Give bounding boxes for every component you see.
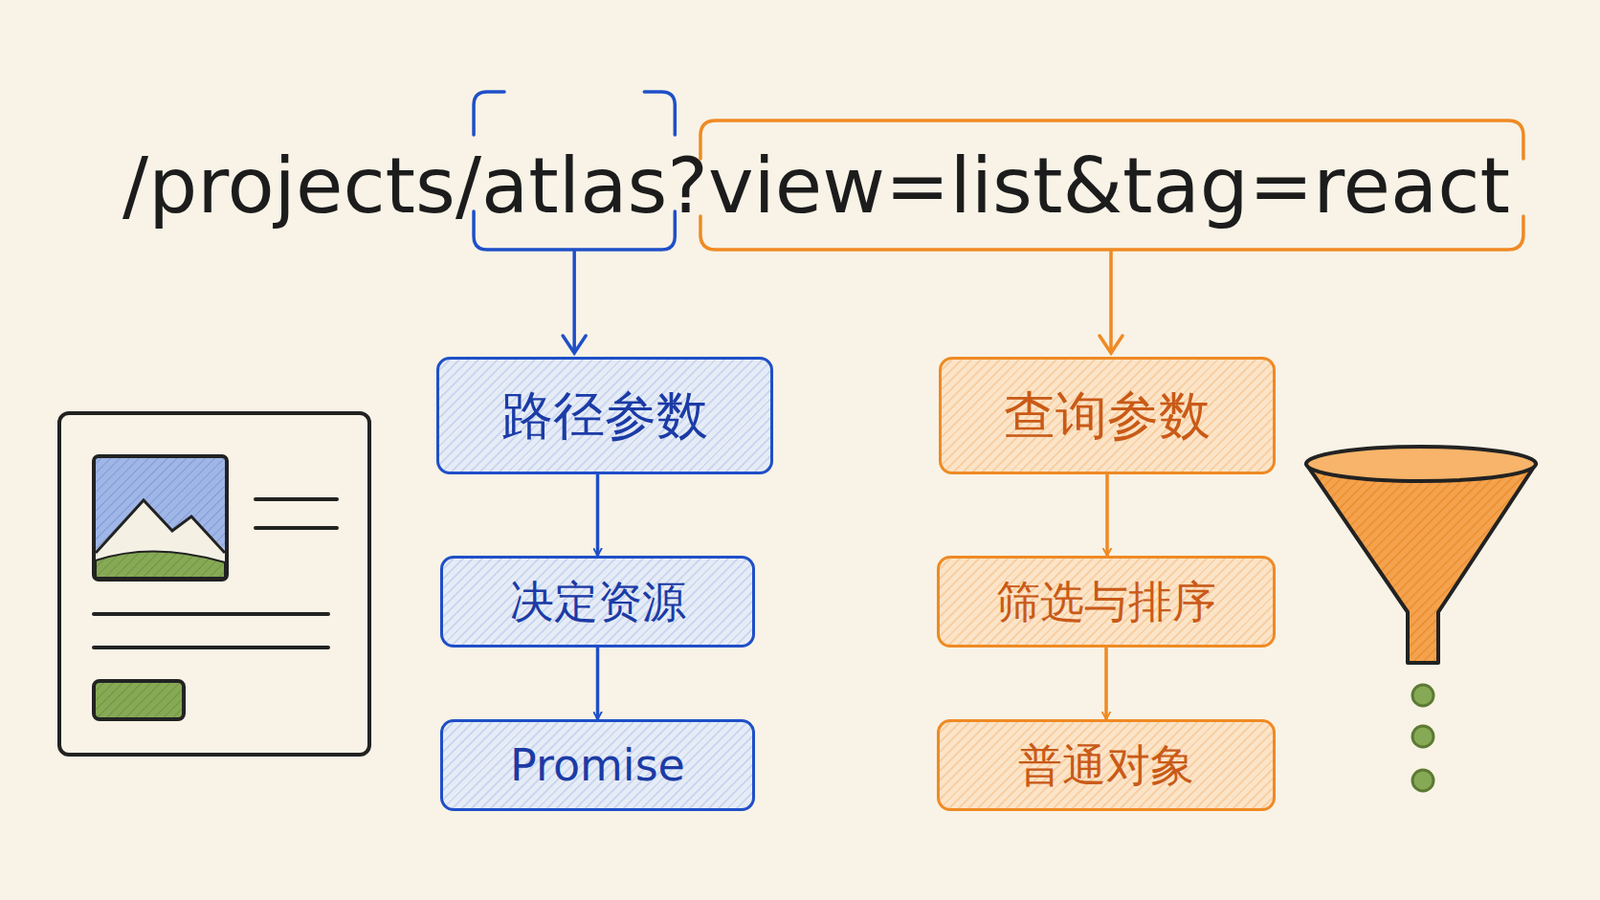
filter-dot bbox=[1412, 770, 1434, 792]
text-line bbox=[93, 612, 329, 617]
url-segment: view=list&tag=react bbox=[708, 147, 1511, 224]
mountain bbox=[95, 500, 225, 578]
process-box: 决定资源 bbox=[440, 555, 756, 648]
bracket-arrow bbox=[572, 249, 577, 354]
document-outline bbox=[59, 413, 370, 756]
process-box: Promise bbox=[440, 719, 756, 812]
node-label: 筛选与排序 bbox=[996, 577, 1217, 627]
url-segment: atlas bbox=[481, 147, 667, 224]
flow-arrow bbox=[596, 474, 600, 556]
arrow-head bbox=[1099, 335, 1123, 354]
filter-dot bbox=[1412, 685, 1434, 707]
hill bbox=[95, 551, 225, 578]
arrow-head bbox=[562, 335, 586, 354]
flow-arrow bbox=[1105, 474, 1110, 556]
process-box: 查询参数 bbox=[938, 356, 1276, 475]
button-shape bbox=[93, 681, 184, 720]
node-label: 查询参数 bbox=[1003, 387, 1211, 445]
bracket bbox=[473, 91, 675, 250]
node-label: 普通对象 bbox=[1018, 741, 1195, 791]
node-label: 路径参数 bbox=[501, 387, 709, 445]
text-line bbox=[255, 526, 337, 531]
text-line bbox=[255, 497, 337, 502]
bracket bbox=[700, 120, 1524, 250]
node-label: 决定资源 bbox=[510, 577, 687, 627]
filter-dot bbox=[1412, 726, 1434, 748]
mountain-line bbox=[95, 500, 225, 554]
document-icon bbox=[59, 413, 370, 756]
url-segment: ? bbox=[666, 147, 709, 224]
flow-arrow bbox=[596, 647, 600, 720]
flow-arrow bbox=[1104, 647, 1109, 720]
bracket-arrow bbox=[1109, 249, 1113, 354]
process-box: 路径参数 bbox=[436, 356, 774, 475]
process-box: 普通对象 bbox=[936, 719, 1276, 812]
image-frame bbox=[93, 456, 227, 580]
node-label: Promise bbox=[510, 741, 686, 791]
funnel-body bbox=[1306, 464, 1536, 664]
bracket-layer bbox=[473, 91, 1524, 354]
url-segment: /projects/ bbox=[122, 147, 482, 224]
url-text: /projects/atlas?view=list&tag=react bbox=[122, 147, 1511, 224]
text-line bbox=[93, 645, 329, 650]
process-box: 筛选与排序 bbox=[936, 555, 1276, 648]
funnel-rim bbox=[1306, 446, 1536, 482]
funnel-icon bbox=[1306, 446, 1536, 792]
